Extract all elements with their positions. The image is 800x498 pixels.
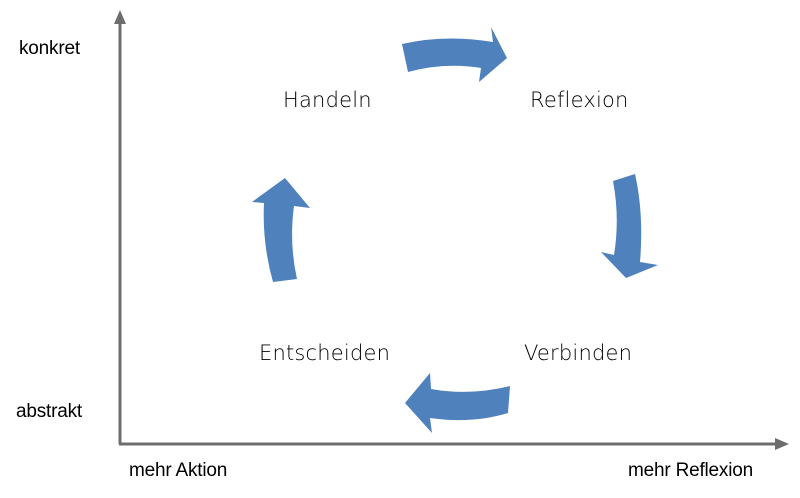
axes	[114, 10, 789, 450]
node-label-handeln: Handeln	[283, 88, 372, 112]
x-axis-right-label: mehr Reflexion	[628, 460, 753, 481]
node-label-reflexion: Reflexion	[530, 88, 629, 112]
arrow-entscheiden-to-handeln	[252, 178, 310, 282]
node-label-entscheiden: Entscheiden	[259, 341, 391, 365]
arrow-reflexion-to-verbinden	[601, 174, 658, 278]
x-axis-left-label: mehr Aktion	[129, 460, 228, 481]
y-axis-arrowhead	[114, 10, 126, 24]
arrow-handeln-to-reflexion	[402, 27, 507, 82]
node-label-verbinden: Verbinden	[524, 341, 633, 365]
x-axis-arrowhead	[775, 438, 789, 450]
y-axis-bottom-label: abstrakt	[16, 401, 82, 422]
y-axis-top-label: konkret	[19, 38, 80, 59]
arrow-verbinden-to-entscheiden	[405, 373, 510, 433]
cycle-arrows	[252, 27, 658, 433]
